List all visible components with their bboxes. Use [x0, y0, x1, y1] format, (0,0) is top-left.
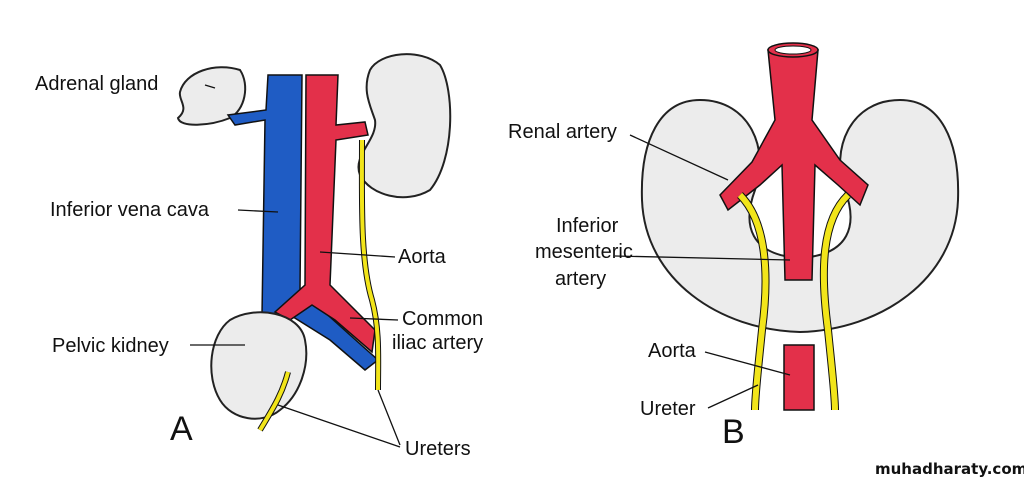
label-ureter-b: Ureter: [640, 398, 696, 420]
label-aorta-b: Aorta: [648, 340, 697, 362]
horseshoe-kidney: [640, 98, 960, 334]
label-inferior-vena-cava: Inferior vena cava: [50, 199, 210, 221]
aorta-b-lower: [783, 344, 815, 411]
label-pelvic-kidney: Pelvic kidney: [52, 335, 169, 357]
label-ima-1: Inferior: [556, 215, 619, 237]
ureter-pelvic-fill: [258, 371, 290, 432]
ureter-right-b: [820, 192, 851, 411]
ureter-right-fill: [359, 139, 381, 391]
label-common-iliac-2: iliac artery: [392, 332, 483, 354]
watermark: muhadharaty.com: [875, 460, 1024, 478]
label-adrenal-gland: Adrenal gland: [35, 73, 158, 95]
panel-a: Adrenal gland Inferior vena cava Aorta C…: [35, 53, 483, 460]
right-kidney: [357, 53, 452, 199]
label-ima-2: mesenteric: [535, 241, 633, 263]
panel-letter-a: A: [170, 410, 193, 448]
label-common-iliac-1: Common: [402, 308, 483, 330]
pelvic-kidney: [210, 311, 308, 420]
panel-letter-b: B: [722, 413, 745, 451]
label-ureters: Ureters: [405, 438, 471, 460]
panel-b: Renal artery Inferior mesenteric artery …: [508, 42, 960, 451]
aorta-b: [719, 49, 869, 281]
label-ima-3: artery: [555, 268, 606, 290]
label-aorta-a: Aorta: [398, 246, 447, 268]
label-renal-artery: Renal artery: [508, 121, 617, 143]
ureter-left-b: [737, 192, 769, 411]
